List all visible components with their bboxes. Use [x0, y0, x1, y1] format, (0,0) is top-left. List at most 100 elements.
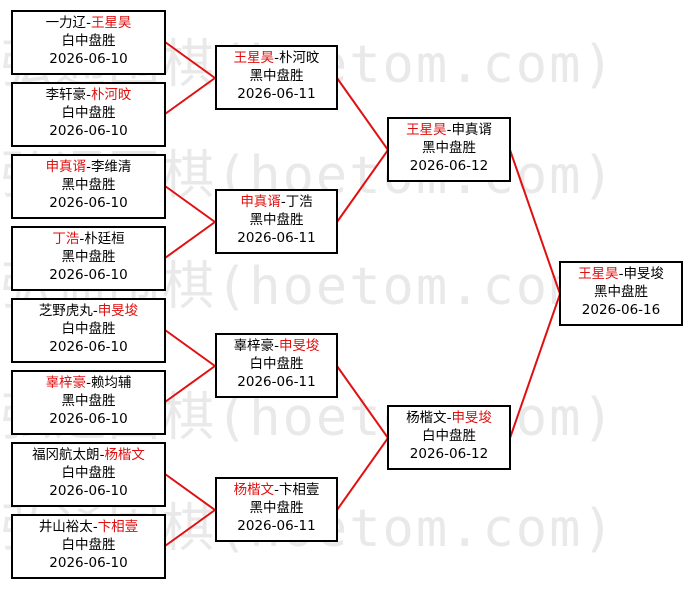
match-box-semifinal: 王星昊-申真谞 黑中盘胜 2026-06-12 — [387, 117, 511, 182]
player-white: 卞相壹 — [278, 482, 320, 498]
player-white: 李维清 — [90, 159, 132, 175]
match-players: 王星昊-申旻埈 — [561, 265, 681, 283]
match-box-round2: 申真谞-丁浩 黑中盘胜 2026-06-11 — [215, 189, 338, 254]
connector-line — [164, 329, 216, 367]
player-black-winner: 王星昊 — [578, 266, 619, 282]
match-players: 辜梓豪-申旻埈 — [217, 337, 336, 355]
separator: - — [92, 519, 98, 535]
player-white-winner: 王星昊 — [90, 15, 132, 31]
match-result: 黑中盘胜 — [594, 284, 648, 300]
connector-line — [164, 473, 216, 511]
match-result: 白中盘胜 — [61, 465, 116, 481]
match-date: 2026-06-10 — [49, 51, 128, 67]
match-players: 井山裕太-卞相壹 — [13, 518, 164, 536]
connector-line — [164, 185, 216, 223]
separator: - — [274, 482, 279, 498]
match-date: 2026-06-16 — [581, 302, 661, 318]
player-black: 福冈航太朗 — [32, 447, 100, 463]
separator: - — [446, 410, 452, 426]
player-black: 一力辽 — [45, 15, 87, 31]
match-date: 2026-06-11 — [237, 374, 316, 390]
match-box-round2: 王星昊-朴河旼 黑中盘胜 2026-06-11 — [215, 45, 338, 110]
match-box-round1: 丁浩-朴廷桓 黑中盘胜 2026-06-10 — [11, 226, 166, 291]
match-players: 王星昊-朴河旼 — [217, 49, 336, 67]
connector-line — [164, 77, 216, 115]
player-white-winner: 杨楷文 — [104, 447, 145, 463]
match-players: 丁浩-朴廷桓 — [13, 230, 164, 248]
player-black: 李轩豪 — [45, 87, 87, 103]
player-black: 井山裕太 — [38, 519, 93, 535]
separator: - — [86, 159, 91, 175]
match-box-round2: 杨楷文-卞相壹 黑中盘胜 2026-06-11 — [215, 477, 338, 542]
connector-line — [336, 365, 389, 439]
match-date: 2026-06-12 — [409, 158, 489, 174]
separator: - — [274, 50, 279, 66]
match-players: 辜梓豪-赖均辅 — [13, 374, 164, 392]
match-box-round1: 福冈航太朗-杨楷文 白中盘胜 2026-06-10 — [11, 442, 166, 507]
separator: - — [86, 15, 91, 31]
match-players: 芝野虎丸-申旻埈 — [13, 302, 164, 320]
separator: - — [86, 375, 91, 391]
player-white-winner: 朴河旼 — [90, 87, 132, 103]
player-white-winner: 申旻埈 — [97, 303, 139, 319]
match-players: 李轩豪-朴河旼 — [13, 86, 164, 104]
player-white: 丁浩 — [285, 194, 313, 210]
match-result: 黑中盘胜 — [61, 249, 116, 265]
player-black-winner: 辜梓豪 — [45, 375, 87, 391]
match-players: 杨楷文-卞相壹 — [217, 481, 336, 499]
separator: - — [446, 122, 452, 138]
connector-line — [509, 293, 561, 439]
player-black-winner: 杨楷文 — [233, 482, 275, 498]
connector-line — [164, 41, 216, 79]
match-box-round1: 申真谞-李维清 黑中盘胜 2026-06-10 — [11, 154, 166, 219]
match-date: 2026-06-12 — [409, 446, 489, 462]
match-result: 黑中盘胜 — [61, 177, 116, 193]
match-box-round1: 辜梓豪-赖均辅 黑中盘胜 2026-06-10 — [11, 370, 166, 435]
match-box-final: 王星昊-申旻埈 黑中盘胜 2026-06-16 — [559, 261, 683, 326]
match-result: 白中盘胜 — [249, 356, 304, 372]
player-black-winner: 丁浩 — [52, 231, 80, 247]
match-result: 白中盘胜 — [422, 428, 476, 444]
match-date: 2026-06-10 — [49, 483, 128, 499]
match-result: 黑中盘胜 — [249, 68, 304, 84]
match-result: 黑中盘胜 — [249, 212, 304, 228]
match-result: 白中盘胜 — [61, 321, 116, 337]
player-black-winner: 申真谞 — [45, 159, 87, 175]
match-players: 王星昊-申真谞 — [389, 121, 509, 139]
match-box-round1: 李轩豪-朴河旼 白中盘胜 2026-06-10 — [11, 82, 166, 147]
match-box-round2: 辜梓豪-申旻埈 白中盘胜 2026-06-11 — [215, 333, 338, 398]
match-result: 白中盘胜 — [61, 33, 116, 49]
separator: - — [618, 266, 624, 282]
player-white: 朴廷桓 — [84, 231, 125, 247]
player-black-winner: 王星昊 — [233, 50, 275, 66]
match-box-round1: 芝野虎丸-申旻埈 白中盘胜 2026-06-10 — [11, 298, 166, 363]
player-white-winner: 卞相壹 — [97, 519, 139, 535]
separator: - — [86, 87, 91, 103]
player-black: 芝野虎丸 — [38, 303, 93, 319]
separator: - — [79, 231, 85, 247]
match-date: 2026-06-10 — [49, 195, 128, 211]
match-players: 一力辽-王星昊 — [13, 14, 164, 32]
match-result: 黑中盘胜 — [422, 140, 476, 156]
connector-line — [336, 77, 389, 151]
player-black: 杨楷文 — [406, 410, 447, 426]
match-players: 申真谞-李维清 — [13, 158, 164, 176]
connector-line — [164, 221, 216, 259]
connector-line — [336, 149, 389, 223]
match-players: 福冈航太朗-杨楷文 — [13, 446, 164, 464]
match-box-round1: 井山裕太-卞相壹 白中盘胜 2026-06-10 — [11, 514, 166, 579]
connector-line — [164, 365, 216, 403]
match-result: 白中盘胜 — [61, 537, 116, 553]
player-black-winner: 王星昊 — [406, 122, 447, 138]
player-white: 赖均辅 — [90, 375, 132, 391]
separator: - — [99, 447, 105, 463]
match-box-semifinal: 杨楷文-申旻埈 白中盘胜 2026-06-12 — [387, 405, 511, 470]
match-date: 2026-06-10 — [49, 123, 128, 139]
match-result: 白中盘胜 — [61, 105, 116, 121]
player-black: 辜梓豪 — [233, 338, 275, 354]
connector-line — [164, 509, 216, 547]
match-date: 2026-06-10 — [49, 339, 128, 355]
match-date: 2026-06-10 — [49, 555, 128, 571]
player-black-winner: 申真谞 — [240, 194, 281, 210]
